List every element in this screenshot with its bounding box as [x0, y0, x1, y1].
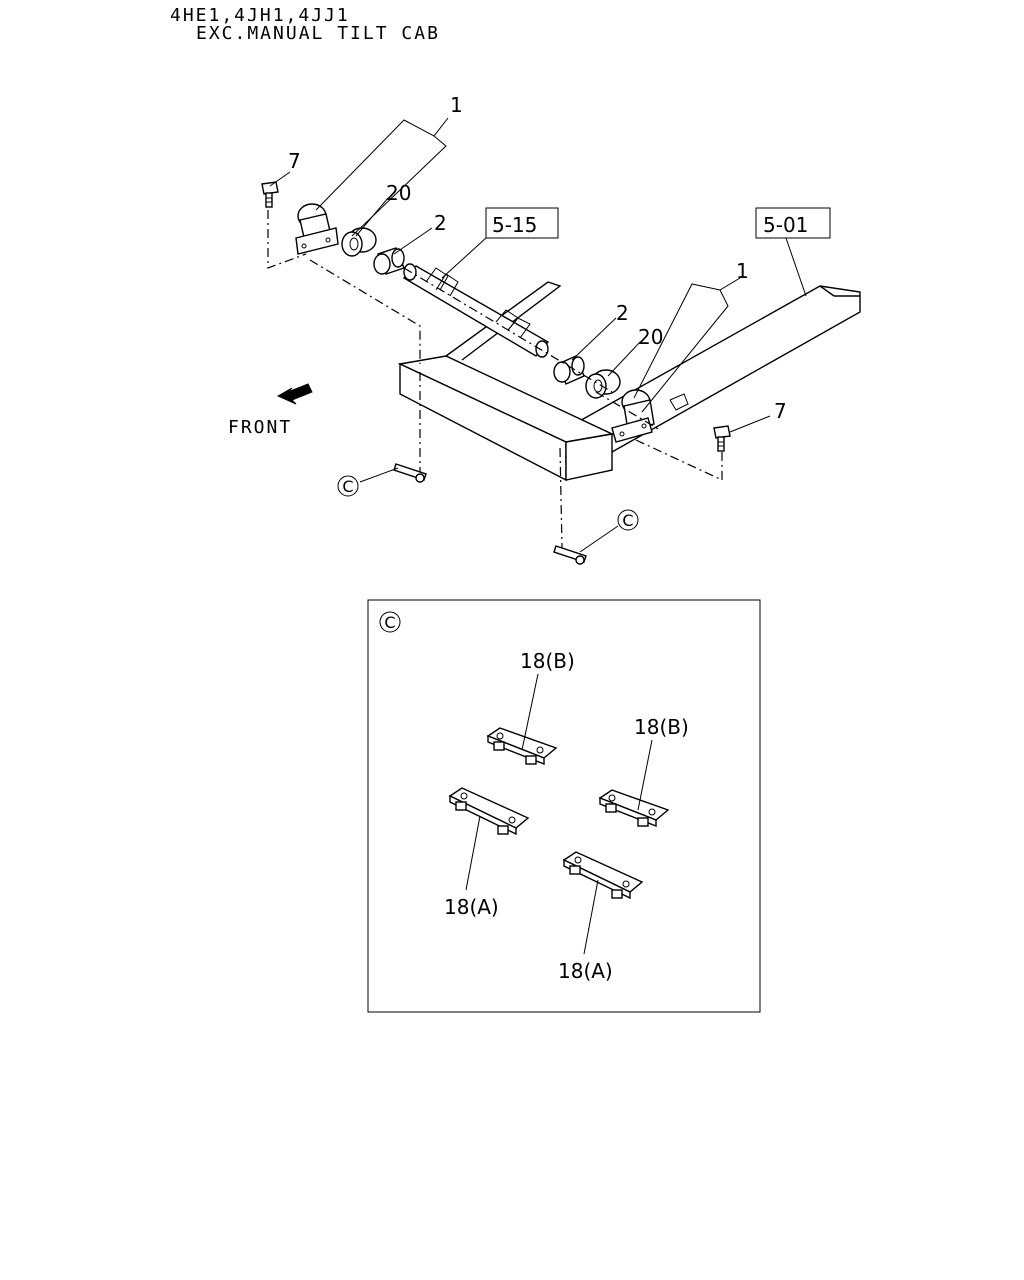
right-bushing-20 — [585, 369, 621, 399]
right-bracket — [611, 389, 655, 443]
label-part-20-left: 20 — [386, 181, 411, 205]
plate-18a-bottom-left — [448, 787, 530, 836]
label-part-2-right: 2 — [616, 301, 629, 325]
left-bolt-7 — [261, 181, 279, 208]
label-part-1-right: 1 — [736, 259, 749, 283]
header-line-2: EXC.MANUAL TILT CAB — [196, 23, 440, 44]
detail-marker: C — [384, 613, 395, 632]
label-part-7-right: 7 — [774, 399, 787, 423]
right-bolt-7 — [713, 425, 731, 452]
phantom-lines — [267, 210, 723, 549]
right-collar-2 — [553, 355, 585, 385]
c-marker-right: C — [622, 511, 633, 530]
right-clip — [553, 545, 587, 565]
ref-box-5-15 — [485, 207, 559, 239]
label-part-7-left: 7 — [288, 149, 301, 173]
leader-lines — [269, 117, 807, 553]
c-marker-left: C — [342, 477, 353, 496]
plate-18a-bottom-right — [562, 851, 644, 900]
left-bracket — [295, 203, 339, 255]
frame-cross-member — [397, 281, 861, 482]
detail-label-top-right: 18(B) — [634, 715, 689, 739]
left-bushing-20 — [341, 227, 377, 257]
left-clip — [393, 463, 427, 483]
front-arrow-icon — [276, 383, 313, 405]
ref-label-5-15: 5-15 — [492, 213, 537, 237]
detail-label-bottom-left: 18(A) — [444, 895, 499, 919]
left-collar-2 — [373, 247, 405, 275]
plate-18b-top-left — [486, 727, 558, 766]
c-marker-left-circle — [337, 475, 359, 497]
ref-box-5-01 — [755, 207, 831, 239]
detail-label-top-left: 18(B) — [520, 649, 575, 673]
front-label: FRONT — [228, 417, 292, 438]
label-part-20-right: 20 — [638, 325, 663, 349]
plate-18b-top-right — [598, 789, 670, 828]
header-line-1: 4HE1,4JH1,4JJ1 — [170, 5, 350, 26]
label-part-2-left: 2 — [434, 211, 447, 235]
c-marker-right-circle — [617, 509, 639, 531]
detail-label-bottom-right: 18(A) — [558, 959, 613, 983]
label-part-1-left: 1 — [450, 93, 463, 117]
detail-marker-circle — [379, 611, 401, 633]
detail-box-c: C — [367, 599, 761, 1013]
ref-label-5-01: 5-01 — [763, 213, 808, 237]
detail-frame — [367, 599, 761, 1013]
